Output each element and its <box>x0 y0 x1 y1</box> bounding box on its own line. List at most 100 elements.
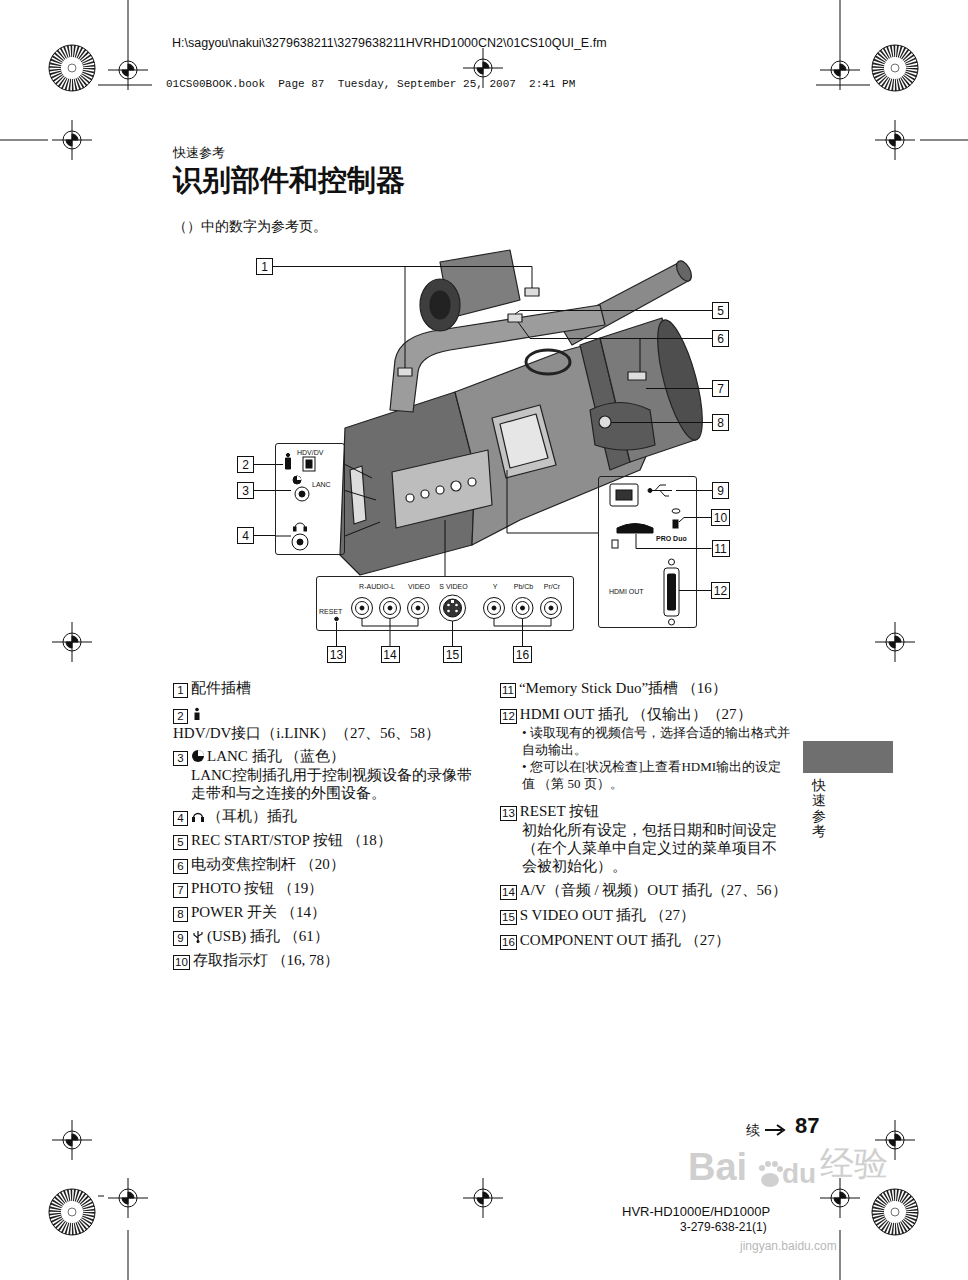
callout-box: 12 <box>711 582 730 599</box>
bottom-port-panel-art <box>452 621 453 631</box>
part-name: REC START/STOP 按钮 （18） <box>191 832 392 848</box>
callout-number: 16 <box>516 649 529 661</box>
callout-number: 10 <box>173 955 190 970</box>
item-line: 10存取指示灯 （16, 78） <box>173 951 473 970</box>
callout-number: 16 <box>500 935 517 950</box>
callout-number: 2 <box>242 459 249 471</box>
rca-jacks <box>484 598 505 619</box>
watermark: du <box>782 1158 816 1190</box>
part-name: S VIDEO OUT 插孔 （27） <box>520 907 695 923</box>
left-port-panel-art <box>275 465 291 537</box>
camcorder-illustration <box>492 405 556 478</box>
left-port-panel-art <box>294 527 297 531</box>
crop-marks <box>108 1178 148 1218</box>
camcorder-illustration <box>398 368 412 376</box>
camcorder-illustration <box>599 416 611 428</box>
rca-jacks <box>352 598 562 619</box>
part-name: RESET 按钮 <box>520 803 599 819</box>
watermark-url: jingyan.baidu.com <box>740 1240 837 1254</box>
callout-number: 11 <box>500 683 516 698</box>
s-video-jack <box>440 595 466 621</box>
port-label: HDMI OUT <box>609 588 644 596</box>
document-code: 3-279-638-21(1) <box>680 1221 767 1235</box>
crop-marks <box>820 50 860 90</box>
part-name: HDMI OUT 插孔 （仅输出）（27） <box>520 706 752 722</box>
item-line: 4（耳机）插孔 <box>173 807 473 826</box>
port-label: LANC <box>312 481 331 489</box>
rca-jacks <box>488 602 501 615</box>
s-video-jack <box>447 610 450 613</box>
part-name: COMPONENT OUT 插孔 （27） <box>520 932 730 948</box>
crop-marks <box>872 1189 918 1235</box>
callout-number: 7 <box>173 883 188 898</box>
camcorder-illustration <box>421 490 429 498</box>
rca-jacks <box>516 602 529 615</box>
section-tab-text: 快速参考 <box>812 778 826 840</box>
callout-box: 2 <box>237 456 254 473</box>
camcorder-illustration <box>390 305 605 412</box>
callout-box: 7 <box>712 380 729 397</box>
camcorder-illustration <box>508 314 522 322</box>
leader-line <box>336 631 337 646</box>
right-port-panel-art <box>610 484 638 506</box>
callout-number: 14 <box>500 885 517 900</box>
callout-box: 9 <box>712 482 729 499</box>
camcorder-illustration <box>468 478 476 486</box>
right-port-panel-art <box>669 619 675 625</box>
leader-line <box>254 464 275 465</box>
bottom-port-panel-art <box>335 595 562 631</box>
right-port-panel-art <box>679 590 697 591</box>
page-title: 识别部件和控制器 <box>173 164 405 197</box>
part-description: 13RESET 按钮初始化所有设定，包括日期和时间设定（在个人菜单中自定义过的菜… <box>500 802 790 875</box>
watermark-paw <box>759 1165 765 1171</box>
camcorder-illustration <box>451 481 461 491</box>
camcorder-illustration <box>674 258 695 283</box>
model-number: HVR-HD1000E/HD1000P <box>622 1205 770 1220</box>
leader-line <box>254 535 275 536</box>
camcorder-illustration <box>340 250 712 575</box>
right-port-panel-art <box>676 490 697 491</box>
callout-number: 3 <box>242 485 249 497</box>
part-name: LANC 插孔 （蓝色） <box>207 748 345 764</box>
phones-symbol <box>201 817 204 822</box>
left-port-panel-art <box>293 476 301 484</box>
port-label: Pb/Cb <box>514 583 533 591</box>
left-port-panel-art <box>304 527 307 531</box>
callout-number: 4 <box>242 530 249 542</box>
ilink-symbol <box>195 713 200 721</box>
s-video-jack <box>455 610 458 613</box>
part-name: (USB) 插孔 （61） <box>207 928 329 944</box>
leader-line <box>697 517 711 518</box>
camcorder-illustration <box>392 450 492 528</box>
callout-box: 14 <box>381 646 400 663</box>
camcorder-illustration <box>628 372 646 380</box>
item-line: 8POWER 开关 （14） <box>173 903 473 922</box>
right-port-panel-art <box>669 559 675 565</box>
callout-number: 7 <box>717 383 724 395</box>
ilink-symbol <box>195 708 199 712</box>
camcorder-illustration <box>648 316 711 444</box>
part-name: （耳机）插孔 <box>207 808 297 824</box>
leader-lines <box>445 520 446 576</box>
rca-jacks <box>545 602 558 615</box>
callout-number: 13 <box>330 649 343 661</box>
part-description: 4（耳机）插孔 <box>173 807 473 826</box>
part-name: PHOTO 按钮 （19） <box>191 880 323 896</box>
part-name: 配件插槽 <box>191 680 251 696</box>
leader-lines <box>518 322 712 372</box>
file-path: H:\sagyou\nakui\3279638211\3279638211HVR… <box>172 36 607 50</box>
usb-symbol <box>194 931 202 942</box>
bottom-port-panel-art <box>362 619 418 632</box>
camcorder-illustration <box>526 350 570 374</box>
item-line: 14A/V（音频 / 视频）OUT 插孔（27、56） <box>500 881 790 900</box>
watermark-paw <box>761 1173 779 1187</box>
callout-number: 3 <box>173 751 188 766</box>
part-name: “Memory Stick Duo”插槽 （16） <box>519 680 727 696</box>
usb-symbol <box>191 929 205 943</box>
part-note: • 您可以在[状况检查]上查看HDMI输出的设定值 （第 50 页）。 <box>522 758 790 792</box>
part-name: A/V（音频 / 视频）OUT 插孔（27、56） <box>520 882 787 898</box>
watermark-paw <box>765 1161 771 1167</box>
rca-jacks <box>512 598 533 619</box>
